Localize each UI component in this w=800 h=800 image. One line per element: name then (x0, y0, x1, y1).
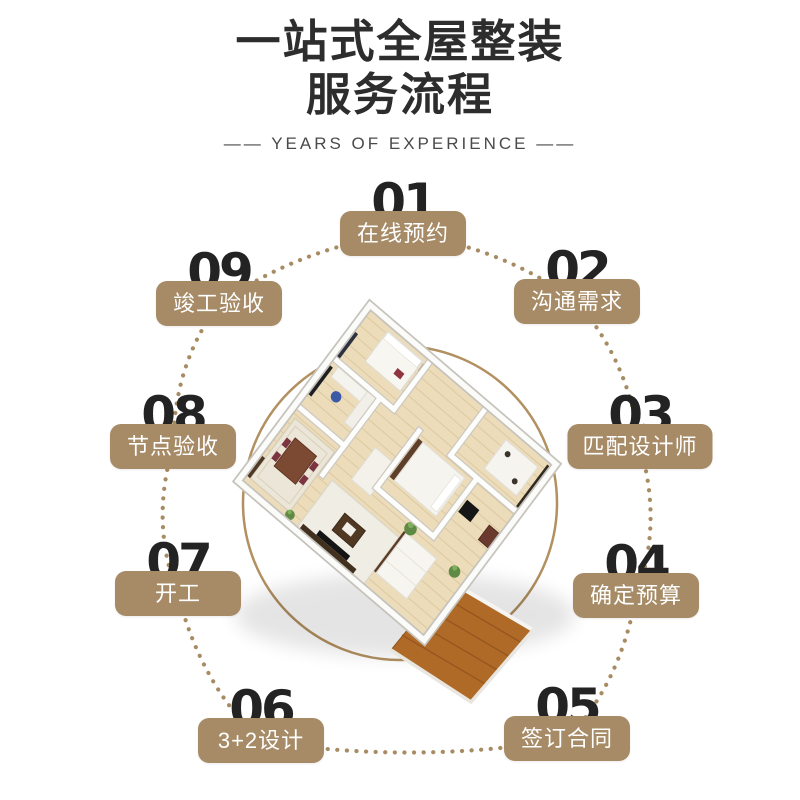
step-03: 03 匹配设计师 (567, 390, 713, 469)
step-09: 09 竣工验收 (156, 247, 282, 326)
sofa-white (375, 532, 438, 600)
blue-chair (330, 391, 342, 403)
page-subtitle: —— YEARS OF EXPERIENCE —— (223, 134, 577, 154)
step-01: 01 在线预约 (340, 177, 466, 256)
step-badge: 沟通需求 (514, 279, 640, 324)
header: 一站式全屋整装 服务流程 —— YEARS OF EXPERIENCE —— (0, 16, 800, 154)
step-badge: 匹配设计师 (567, 424, 713, 469)
step-02: 02 沟通需求 (514, 245, 640, 324)
tv-right (458, 499, 480, 523)
step-04: 04 确定预算 (573, 539, 699, 618)
dining-table-dark (273, 437, 318, 485)
step-badge: 节点验收 (110, 424, 236, 469)
white-table (483, 438, 539, 497)
step-badge: 确定预算 (573, 573, 699, 618)
plant (285, 509, 461, 578)
page-title-line1: 一站式全屋整装 (235, 16, 565, 67)
step-08: 08 节点验收 (110, 390, 236, 469)
step-06: 06 3+2设计 (198, 684, 324, 763)
step-05: 05 签订合同 (504, 682, 630, 761)
step-badge: 开工 (115, 571, 241, 616)
page-title-line2: 服务流程 (305, 68, 494, 120)
footboard (389, 438, 423, 481)
step-badge: 3+2设计 (198, 718, 324, 763)
step-badge: 签订合同 (504, 716, 630, 761)
tv-living (316, 529, 351, 561)
bed-top (364, 330, 424, 393)
tv-unit (297, 523, 357, 577)
floorplan-image (231, 298, 563, 705)
step-07: 07 开工 (115, 537, 241, 616)
step-badge: 在线预约 (340, 211, 466, 256)
sofa-trim (373, 530, 407, 573)
step-badge: 竣工验收 (156, 281, 282, 326)
